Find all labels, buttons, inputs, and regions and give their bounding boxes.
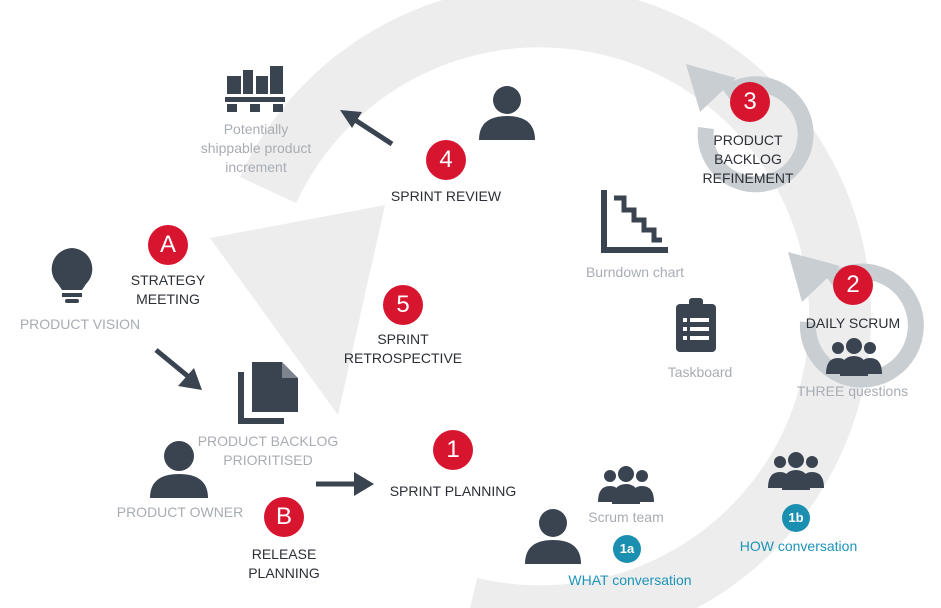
release-line2: PLANNING <box>248 565 320 581</box>
strategy-meeting-label: STRATEGY MEETING <box>108 271 228 309</box>
what-conversation-label: WHAT conversation <box>568 572 692 588</box>
burndown-chart-icon <box>601 190 668 253</box>
person-icon <box>525 509 581 564</box>
badge-2: 2 <box>833 265 873 305</box>
pallet-boxes-icon <box>225 66 285 112</box>
badge-4: 4 <box>426 140 466 180</box>
badge-1a: 1a <box>613 535 641 563</box>
potentially-line2: shippable product <box>200 140 312 156</box>
daily-scrum-label: DAILY SCRUM <box>805 315 901 331</box>
pbr-label: PRODUCT BACKLOG REFINEMENT <box>688 131 808 188</box>
three-questions-label: THREE questions <box>796 383 909 399</box>
group-icon <box>598 466 654 504</box>
release-planning-label: RELEASE PLANNING <box>224 545 344 583</box>
backlog-line1: PRODUCT BACKLOG <box>197 433 339 449</box>
product-backlog-label: PRODUCT BACKLOG PRIORITISED <box>178 432 358 470</box>
badge-1: 1 <box>433 430 473 470</box>
arrow-icon <box>154 348 202 390</box>
clipboard-icon <box>676 298 716 352</box>
potentially-shippable-label: Potentially shippable product increment <box>176 120 336 177</box>
potentially-line1: Potentially <box>223 121 289 137</box>
cycle-arrow-icon <box>788 252 924 388</box>
documents-icon <box>238 362 298 424</box>
sprint-review-label: SPRINT REVIEW <box>390 188 502 204</box>
retro-line2: RETROSPECTIVE <box>343 350 463 366</box>
scrum-team-label: Scrum team <box>588 509 664 525</box>
group-icon <box>768 452 824 490</box>
potentially-line3: increment <box>225 159 287 175</box>
sprint-retrospective-label: SPRINT RETROSPECTIVE <box>343 330 463 368</box>
burndown-chart-label: Burndown chart <box>585 264 685 280</box>
product-owner-label: PRODUCT OWNER <box>116 504 244 520</box>
release-line1: RELEASE <box>251 546 317 562</box>
badge-5: 5 <box>383 285 423 325</box>
pbr-line3: REFINEMENT <box>702 170 794 186</box>
person-icon <box>479 86 535 140</box>
badge-a: A <box>148 225 188 265</box>
taskboard-label: Taskboard <box>667 364 733 380</box>
product-vision-label: PRODUCT VISION <box>19 316 141 332</box>
badge-b: B <box>264 497 304 537</box>
strategy-line2: MEETING <box>136 291 200 307</box>
person-icon <box>150 441 208 498</box>
group-icon <box>826 338 882 376</box>
arrow-icon <box>340 110 394 147</box>
lightbulb-icon <box>51 248 93 303</box>
pbr-line2: BACKLOG <box>714 151 782 167</box>
backlog-line2: PRIORITISED <box>223 452 313 468</box>
arrow-icon <box>316 472 374 496</box>
retro-line1: SPRINT <box>377 331 429 347</box>
sprint-planning-label: SPRINT PLANNING <box>389 483 517 499</box>
how-conversation-label: HOW conversation <box>739 538 858 554</box>
cycle-arrow-icon <box>686 64 814 193</box>
pbr-line1: PRODUCT <box>713 132 783 148</box>
strategy-line1: STRATEGY <box>130 272 206 288</box>
badge-1b: 1b <box>782 504 810 532</box>
badge-3: 3 <box>730 82 770 122</box>
